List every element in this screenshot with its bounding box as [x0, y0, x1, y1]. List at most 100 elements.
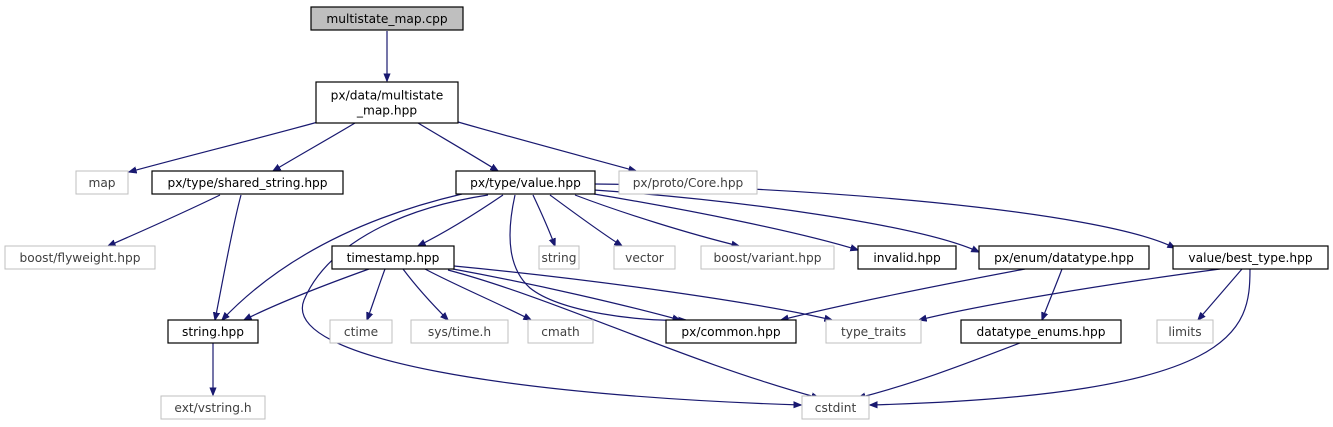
edge-arrow [858, 342, 1021, 398]
node-best-type-hpp[interactable]: value/best_type.hpp [1172, 245, 1329, 270]
edge-timestamp_hpp-to-ctime [367, 268, 386, 320]
node-ext-vstring: ext/vstring.h [160, 395, 266, 420]
node-box [329, 319, 393, 344]
node-box [315, 81, 459, 124]
node-label: string [542, 251, 577, 265]
node-map: map [75, 170, 129, 195]
edge-timestamp_hpp-to-string_hpp [244, 268, 370, 320]
node-multistate-map-cpp[interactable]: multistate_map.cpp [310, 6, 464, 31]
node-box [618, 170, 758, 195]
node-box [527, 319, 594, 344]
edge-arrow [367, 268, 386, 320]
edge-multistate_map_hpp-to-value_hpp [417, 122, 498, 171]
edge-arrow [781, 268, 1026, 320]
file-nodes: multistate_map.cpp px/data/multistate_map… [4, 6, 1329, 420]
node-value-hpp[interactable]: px/type/value.hpp [455, 170, 596, 195]
node-label: datatype_enums.hpp [976, 325, 1105, 339]
node-label: invalid.hpp [873, 251, 941, 265]
node-label: px/common.hpp [681, 325, 780, 339]
node-label: sys/time.h [428, 325, 491, 339]
node-box [1156, 319, 1214, 344]
edge-arrow [532, 194, 555, 246]
edge-arrow [452, 268, 680, 320]
node-label: px/enum/datatype.hpp [994, 251, 1134, 265]
edge-arrow [447, 269, 819, 398]
node-core-hpp: px/proto/Core.hpp [618, 170, 758, 195]
edge-arrow [129, 121, 319, 172]
dependency-edges [108, 31, 1251, 405]
node-datatype-enums[interactable]: datatype_enums.hpp [960, 319, 1122, 344]
node-label: multistate_map.cpp [326, 12, 448, 26]
edge-arrow [1198, 268, 1243, 320]
edge-arrow [215, 194, 242, 320]
node-limits: limits [1156, 319, 1214, 344]
node-box [538, 245, 580, 270]
node-box [310, 6, 464, 31]
node-box [665, 319, 797, 344]
edge-value_hpp-to-string_hpp [222, 193, 463, 320]
edge-arrow [417, 122, 498, 171]
node-box [151, 170, 344, 195]
node-label: px/data/multistate [331, 89, 444, 103]
node-boost-variant: boost/variant.hpp [700, 245, 835, 270]
edge-arrow [509, 194, 686, 320]
edge-timestamp_hpp-to-cmath [424, 268, 531, 320]
node-label: px/proto/Core.hpp [633, 176, 744, 190]
edge-timestamp_hpp-to-cstdint [447, 269, 819, 398]
node-box [167, 319, 259, 344]
node-box [613, 245, 676, 270]
edge-arrow [593, 189, 979, 252]
node-vector: vector [613, 245, 676, 270]
node-type-traits: type_traits [825, 319, 922, 344]
node-cmath: cmath [527, 319, 594, 344]
node-box [825, 319, 922, 344]
node-box [1172, 245, 1329, 270]
node-boost-flyweight: boost/flyweight.hpp [4, 245, 156, 270]
edge-timestamp_hpp-to-sys_time [402, 268, 448, 320]
node-label: ctime [344, 325, 378, 339]
edge-value_hpp-to-vector [549, 194, 622, 246]
node-box [700, 245, 835, 270]
edge-arrow [424, 268, 531, 320]
node-invalid-hpp[interactable]: invalid.hpp [857, 245, 957, 270]
edge-value_hpp-to-common_hpp [509, 194, 686, 320]
edge-shared_string_hpp-to-boost_flyweight [108, 194, 221, 246]
node-box [801, 395, 870, 420]
edge-value_hpp-to-invalid_hpp [593, 193, 858, 250]
edge-value_hpp-to-cstdint [301, 194, 801, 405]
edge-arrow [549, 194, 622, 246]
edge-value_hpp-to-string [532, 194, 555, 246]
node-box [857, 245, 957, 270]
node-datatype-hpp[interactable]: px/enum/datatype.hpp [978, 245, 1150, 270]
node-box [75, 170, 129, 195]
edge-value_hpp-to-boost_variant [574, 194, 739, 246]
node-label: px/type/shared_string.hpp [167, 176, 327, 190]
node-sys-time: sys/time.h [410, 319, 509, 344]
node-label: ext/vstring.h [174, 401, 251, 415]
node-label: string.hpp [182, 325, 244, 339]
edge-arrow [919, 268, 1221, 320]
edge-arrow [453, 265, 832, 320]
edge-arrow [301, 194, 801, 405]
node-label: type_traits [841, 325, 906, 339]
edge-arrow [870, 268, 1251, 405]
node-string-hpp[interactable]: string.hpp [167, 319, 259, 344]
edge-value_hpp-to-datatype_hpp [593, 189, 979, 252]
node-multistate-map-hpp[interactable]: px/data/multistate_map.hpp [315, 81, 459, 124]
node-cstdint: cstdint [801, 395, 870, 420]
edge-arrow [273, 122, 356, 171]
edge-arrow [108, 194, 221, 246]
node-box [4, 245, 156, 270]
edge-multistate_map_hpp-to-core_hpp [457, 121, 636, 171]
node-timestamp-hpp[interactable]: timestamp.hpp [331, 245, 455, 270]
node-label: cmath [541, 325, 580, 339]
edge-value_hpp-to-timestamp_hpp [418, 194, 504, 246]
node-label: cstdint [815, 401, 857, 415]
node-label: vector [625, 251, 665, 265]
node-label: timestamp.hpp [347, 251, 440, 265]
node-common-hpp[interactable]: px/common.hpp [665, 319, 797, 344]
node-box [410, 319, 509, 344]
node-shared-string-hpp[interactable]: px/type/shared_string.hpp [151, 170, 344, 195]
edge-datatype_hpp-to-common_hpp [781, 268, 1026, 320]
